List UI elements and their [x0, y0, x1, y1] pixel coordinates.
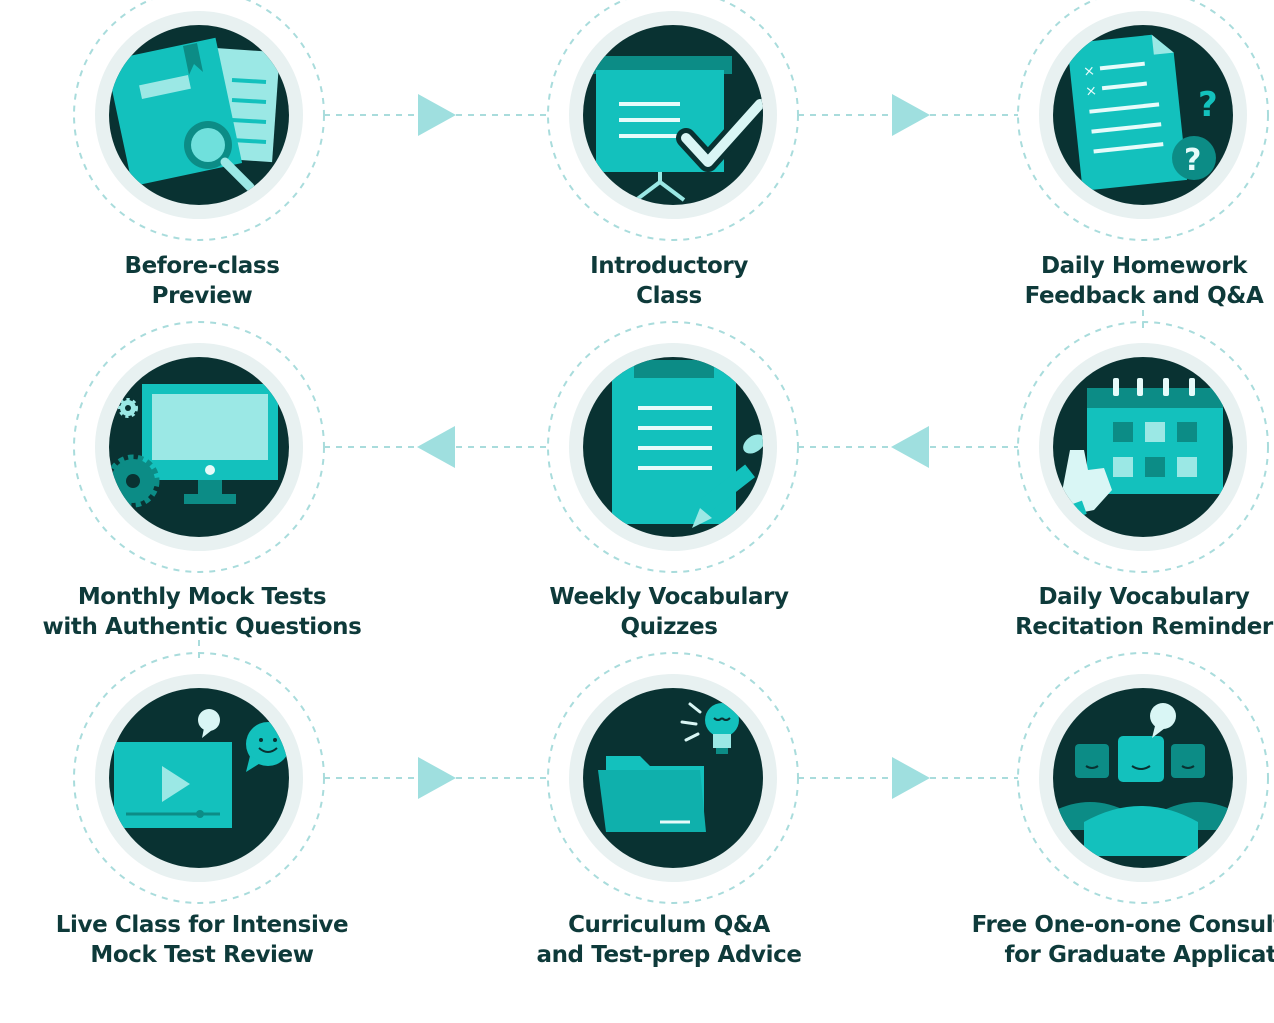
step-label-line: Mock Test Review [90, 942, 314, 968]
step-label-daily-homework: Daily Homework Feedback and Q&A [964, 251, 1274, 311]
monitor-gears-icon [109, 357, 289, 537]
step-label-daily-vocabulary: Daily Vocabulary Recitation Reminder [964, 582, 1274, 642]
svg-text:?: ? [1198, 85, 1218, 125]
step-label-line: Daily Vocabulary [1038, 584, 1250, 610]
step-label-line: for Graduate Application [1004, 942, 1274, 968]
clipboard-pencil-icon [583, 357, 763, 537]
step-label-line: and Test-prep Advice [536, 942, 802, 968]
step-label-line: Weekly Vocabulary [549, 584, 789, 610]
step-label-live-class: Live Class for Intensive Mock Test Revie… [22, 910, 382, 970]
step-label-line: Feedback and Q&A [1024, 283, 1264, 309]
step-label-monthly-mock-tests: Monthly Mock Tests with Authentic Questi… [22, 582, 382, 642]
arrow-right-icon [892, 757, 930, 799]
svg-text:?: ? [1184, 143, 1201, 178]
step-label-line: Curriculum Q&A [568, 912, 770, 938]
svg-text:×: × [1085, 83, 1098, 100]
step-label-line: with Authentic Questions [42, 614, 362, 640]
video-chat-icon [109, 688, 289, 868]
step-label-line: Introductory [590, 253, 748, 279]
step-label-line: Before-class [124, 253, 280, 279]
calendar-hand-icon [1053, 357, 1233, 537]
svg-text:×: × [1082, 63, 1095, 80]
presentation-board-icon [583, 25, 763, 205]
node-rings [73, 0, 1269, 904]
step-label-curriculum-qa: Curriculum Q&A and Test-prep Advice [489, 910, 849, 970]
step-label-weekly-vocabulary: Weekly Vocabulary Quizzes [489, 582, 849, 642]
step-label-line: Preview [151, 283, 253, 309]
step-label-line: Recitation Reminder [1015, 614, 1273, 640]
step-label-line: Quizzes [620, 614, 718, 640]
step-label-line: Monthly Mock Tests [77, 584, 327, 610]
arrow-right-icon [418, 757, 456, 799]
folder-lightbulb-icon [583, 688, 763, 868]
step-label-line: Class [636, 283, 702, 309]
arrow-left-icon [891, 426, 929, 468]
step-label-line: Free One-on-one Consultation [971, 912, 1274, 938]
step-label-introductory-class: Introductory Class [489, 251, 849, 311]
homework-question-icon: × × ? ? [1053, 25, 1233, 205]
step-label-free-consultation: Free One-on-one Consultation for Graduat… [930, 910, 1274, 970]
horizontal-connectors [324, 114, 1018, 779]
arrow-left-icon [417, 426, 455, 468]
step-label-line: Daily Homework [1040, 253, 1248, 279]
arrow-right-icon [892, 94, 930, 136]
node-ring [73, 0, 1269, 904]
arrow-right-icon [418, 94, 456, 136]
step-label-before-class-preview: Before-class Preview [22, 251, 382, 311]
vertical-connectors [198, 310, 1144, 660]
book-magnifier-icon [109, 25, 289, 205]
group-consultation-icon [1053, 688, 1233, 868]
step-label-line: Live Class for Intensive [55, 912, 349, 938]
